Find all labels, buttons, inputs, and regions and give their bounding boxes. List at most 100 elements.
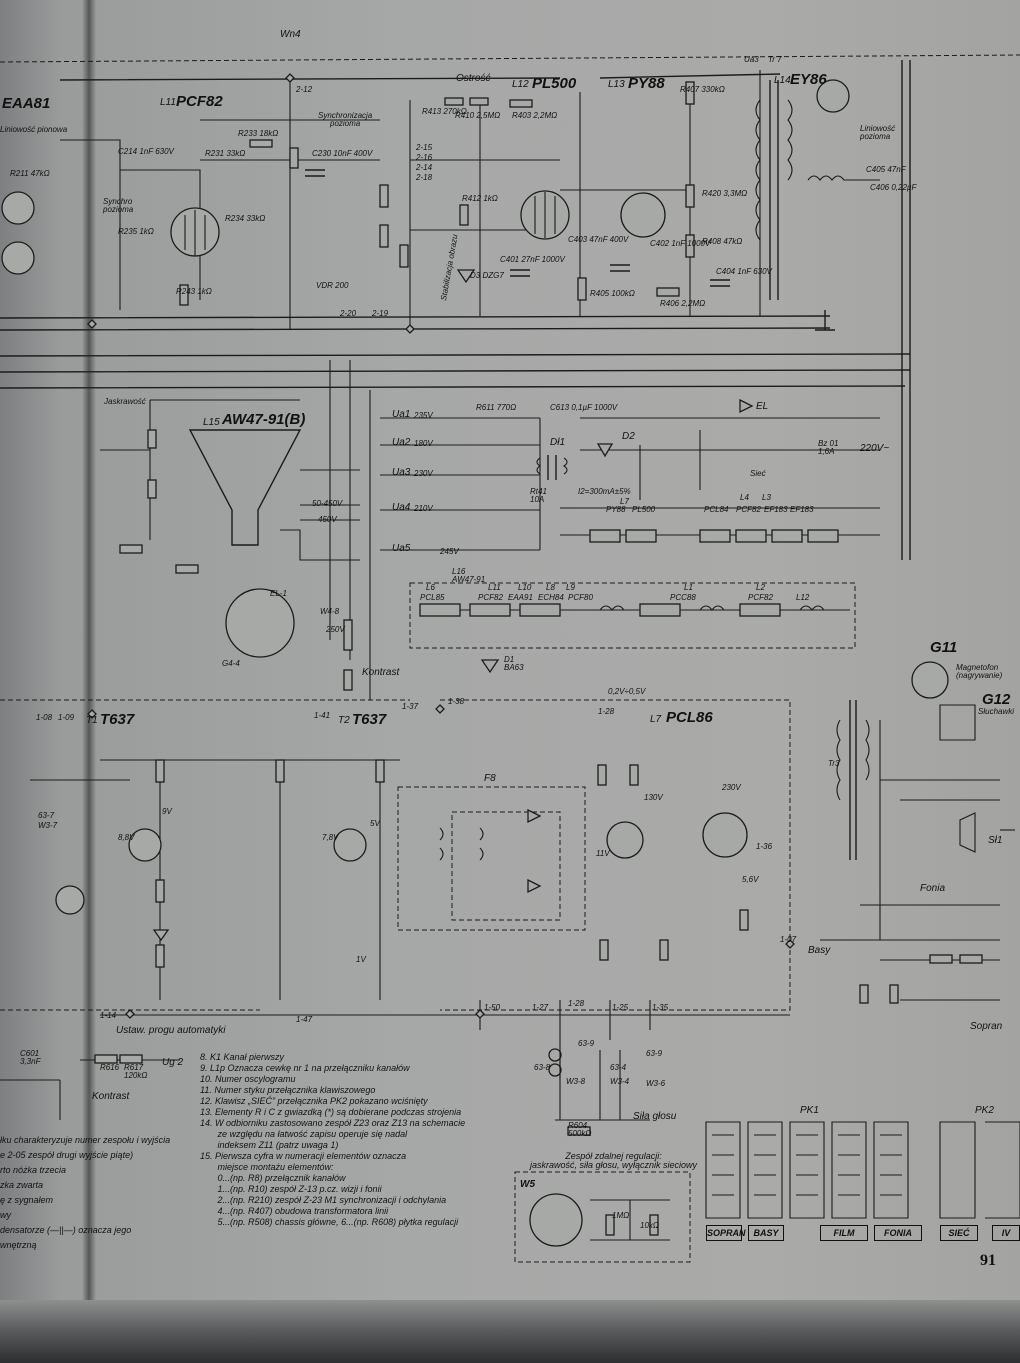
- terminal-label: 2-15: [416, 143, 433, 152]
- kontrast-label: Kontrast: [362, 667, 400, 678]
- right-rail: [901, 60, 911, 560]
- component-label: R211 47kΩ: [10, 169, 50, 178]
- left-note-line: wy: [0, 1210, 11, 1220]
- pin-label: W3-6: [646, 1079, 666, 1088]
- pin-label: 63-9: [578, 1039, 595, 1048]
- transistor-label-t1: T637: [100, 711, 135, 728]
- terminal-label: 1-50: [484, 1003, 501, 1012]
- component-label: C403 47nF 400V: [568, 235, 629, 244]
- pin-label: W3-4: [610, 1077, 630, 1086]
- w5-connector-shape: [529, 1193, 583, 1247]
- remote-pot2: 10kΩ: [640, 1221, 659, 1230]
- left-note-line: e 2-05 zespół drugi wyjście piąte): [0, 1150, 134, 1160]
- automatyka-label: Ustaw. progu automatyki: [116, 1025, 226, 1036]
- fonia-label: Fonia: [920, 883, 946, 894]
- component-label: VDR 200: [316, 281, 349, 290]
- t1-voltage: 9V: [162, 807, 172, 816]
- left-note-line: łku charakteryzuje numer zespołu i wyjśc…: [0, 1135, 171, 1145]
- terminal-label: 2-14: [416, 163, 433, 172]
- page-number: 91: [980, 1252, 996, 1269]
- tube-ref-l15: L15: [203, 417, 220, 428]
- pk1-button-sopran[interactable]: SOPRAN: [706, 1225, 746, 1241]
- tr7-label: Tr 7: [768, 55, 782, 64]
- tube-ref-l13: L13: [608, 79, 625, 90]
- terminal-label: 1-35: [652, 1003, 669, 1012]
- el-label: EL: [756, 401, 769, 412]
- pk2-label: PK2: [975, 1105, 994, 1116]
- note-line: indeksem Z11 (patrz uwaga 1): [200, 1140, 339, 1150]
- pk1-button-basy[interactable]: BASY: [748, 1225, 784, 1241]
- crt-g4-label: G4-4: [222, 659, 240, 668]
- component-label: R408 47kΩ: [702, 237, 743, 246]
- tube-ref-l12: L12: [512, 79, 529, 90]
- mid-bus: [0, 353, 911, 389]
- liniowosc-pionowa-label: Liniowość pionowa: [0, 125, 68, 134]
- sila-glosu-label: Siła głosu: [633, 1111, 677, 1122]
- terminal-label: 2-19: [372, 309, 389, 318]
- fuse-label: Bz 01 1,6A: [818, 439, 839, 456]
- c613-label: C613 0,1µF 1000V: [550, 403, 618, 412]
- top-bus: [59, 73, 781, 81]
- heater-tube: PCC88: [670, 593, 696, 602]
- heater-ref: L4: [740, 493, 749, 502]
- note-line: 1...(np. R10) zespół Z-13 p.cz. wizji i …: [200, 1184, 382, 1194]
- pcl86-pentode-shape: [702, 812, 748, 858]
- terminal-label: 2-18: [416, 173, 433, 182]
- pk2-button-iv[interactable]: IV: [992, 1225, 1020, 1241]
- heater-tube: PCF82: [736, 505, 761, 514]
- tube-ref-l7: L7: [650, 714, 662, 725]
- terminal-label: 1-25: [612, 1003, 629, 1012]
- left-note-line: rto nóżka trzecia: [0, 1165, 67, 1175]
- pk1-button-film[interactable]: FILM: [820, 1225, 868, 1241]
- tube-label-py88: PY88: [628, 75, 665, 92]
- ua2-label: Ua2: [392, 437, 411, 448]
- terminal-label: 1-28: [598, 707, 615, 716]
- t2-base-voltage: 7,8V: [322, 833, 339, 842]
- component-label: C401 27nF 1000V: [500, 255, 565, 264]
- ua5-voltage: 245V: [440, 547, 459, 556]
- tr3-label: Tr3: [828, 759, 840, 768]
- note-line: 11. Numer styku przełącznika klawiszoweg…: [200, 1085, 376, 1095]
- ua2-voltage: 180V: [414, 439, 433, 448]
- crt-socket: [225, 588, 295, 658]
- w5-label: W5: [520, 1179, 535, 1190]
- note-line: 8. K1 Kanał pierwszy: [200, 1052, 285, 1062]
- terminal-label: 2-12: [296, 85, 313, 94]
- component-label: R407 330kΩ: [680, 85, 725, 94]
- pin-label: 63-4: [610, 1063, 627, 1072]
- t2-voltage: 5V: [370, 819, 380, 828]
- kontrast-bottom-label: Kontrast: [92, 1091, 130, 1102]
- r604-label: R604 500kΩ: [568, 1121, 592, 1138]
- component-label: R235 1kΩ: [118, 227, 154, 236]
- heater-ref: L3: [762, 493, 771, 502]
- crt-voltage-range: 50-450V: [312, 499, 343, 508]
- note-line: 12. Klawisz „SIEĆ” przełącznika PK2 poka…: [200, 1096, 428, 1106]
- left-note-line: ę z sygnałem: [0, 1195, 54, 1205]
- pk1-button-fonia[interactable]: FONIA: [874, 1225, 922, 1241]
- r611-label: R611 770Ω: [476, 403, 517, 412]
- ua1-voltage: 235V: [414, 411, 433, 420]
- r617-label: R617 120kΩ: [124, 1063, 148, 1080]
- pk2-button-siec[interactable]: SIEĆ: [940, 1225, 978, 1241]
- tube-ref-l11: L11: [160, 97, 176, 108]
- component-label: R420 3,3MΩ: [702, 189, 748, 198]
- crt-w4-label: W4-8: [320, 607, 340, 616]
- heater-ref: L1: [684, 583, 693, 592]
- heater-ref: L6: [426, 583, 435, 592]
- terminal-label: 1-41: [314, 711, 331, 720]
- component-label: C230 10nF 400V: [312, 149, 373, 158]
- terminal-label: 1-14: [100, 1011, 117, 1020]
- heater-tube: PCF80: [568, 593, 593, 602]
- choke-label: Dł1: [550, 437, 566, 448]
- heater-ref: L11: [488, 583, 501, 592]
- voltage-tag: 0,2V÷0,5V: [608, 687, 646, 696]
- heater-tube: PCF82: [478, 593, 503, 602]
- anode-voltage: 230V: [722, 783, 741, 792]
- t2-transistor-shape: [333, 828, 367, 862]
- note-line: 2...(np. R210) zespół Z-23 M1 synchroniz…: [200, 1195, 447, 1205]
- heater-tube: EF183: [790, 505, 814, 514]
- pk1-label: PK1: [800, 1105, 819, 1116]
- note-line: miejsce montażu elementów:: [200, 1162, 334, 1172]
- transistor-ref-t1: T1: [86, 715, 98, 726]
- voltage-tag: 1V: [356, 955, 366, 964]
